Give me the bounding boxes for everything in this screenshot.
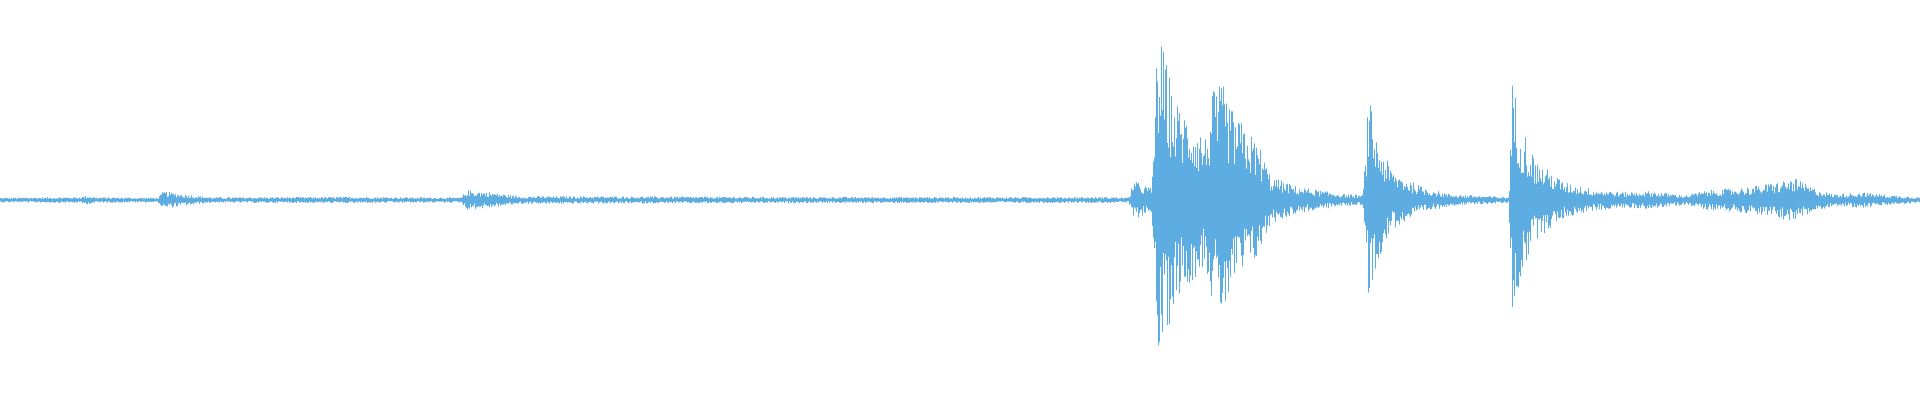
waveform-series bbox=[0, 46, 1920, 346]
waveform-trace bbox=[0, 46, 1920, 346]
